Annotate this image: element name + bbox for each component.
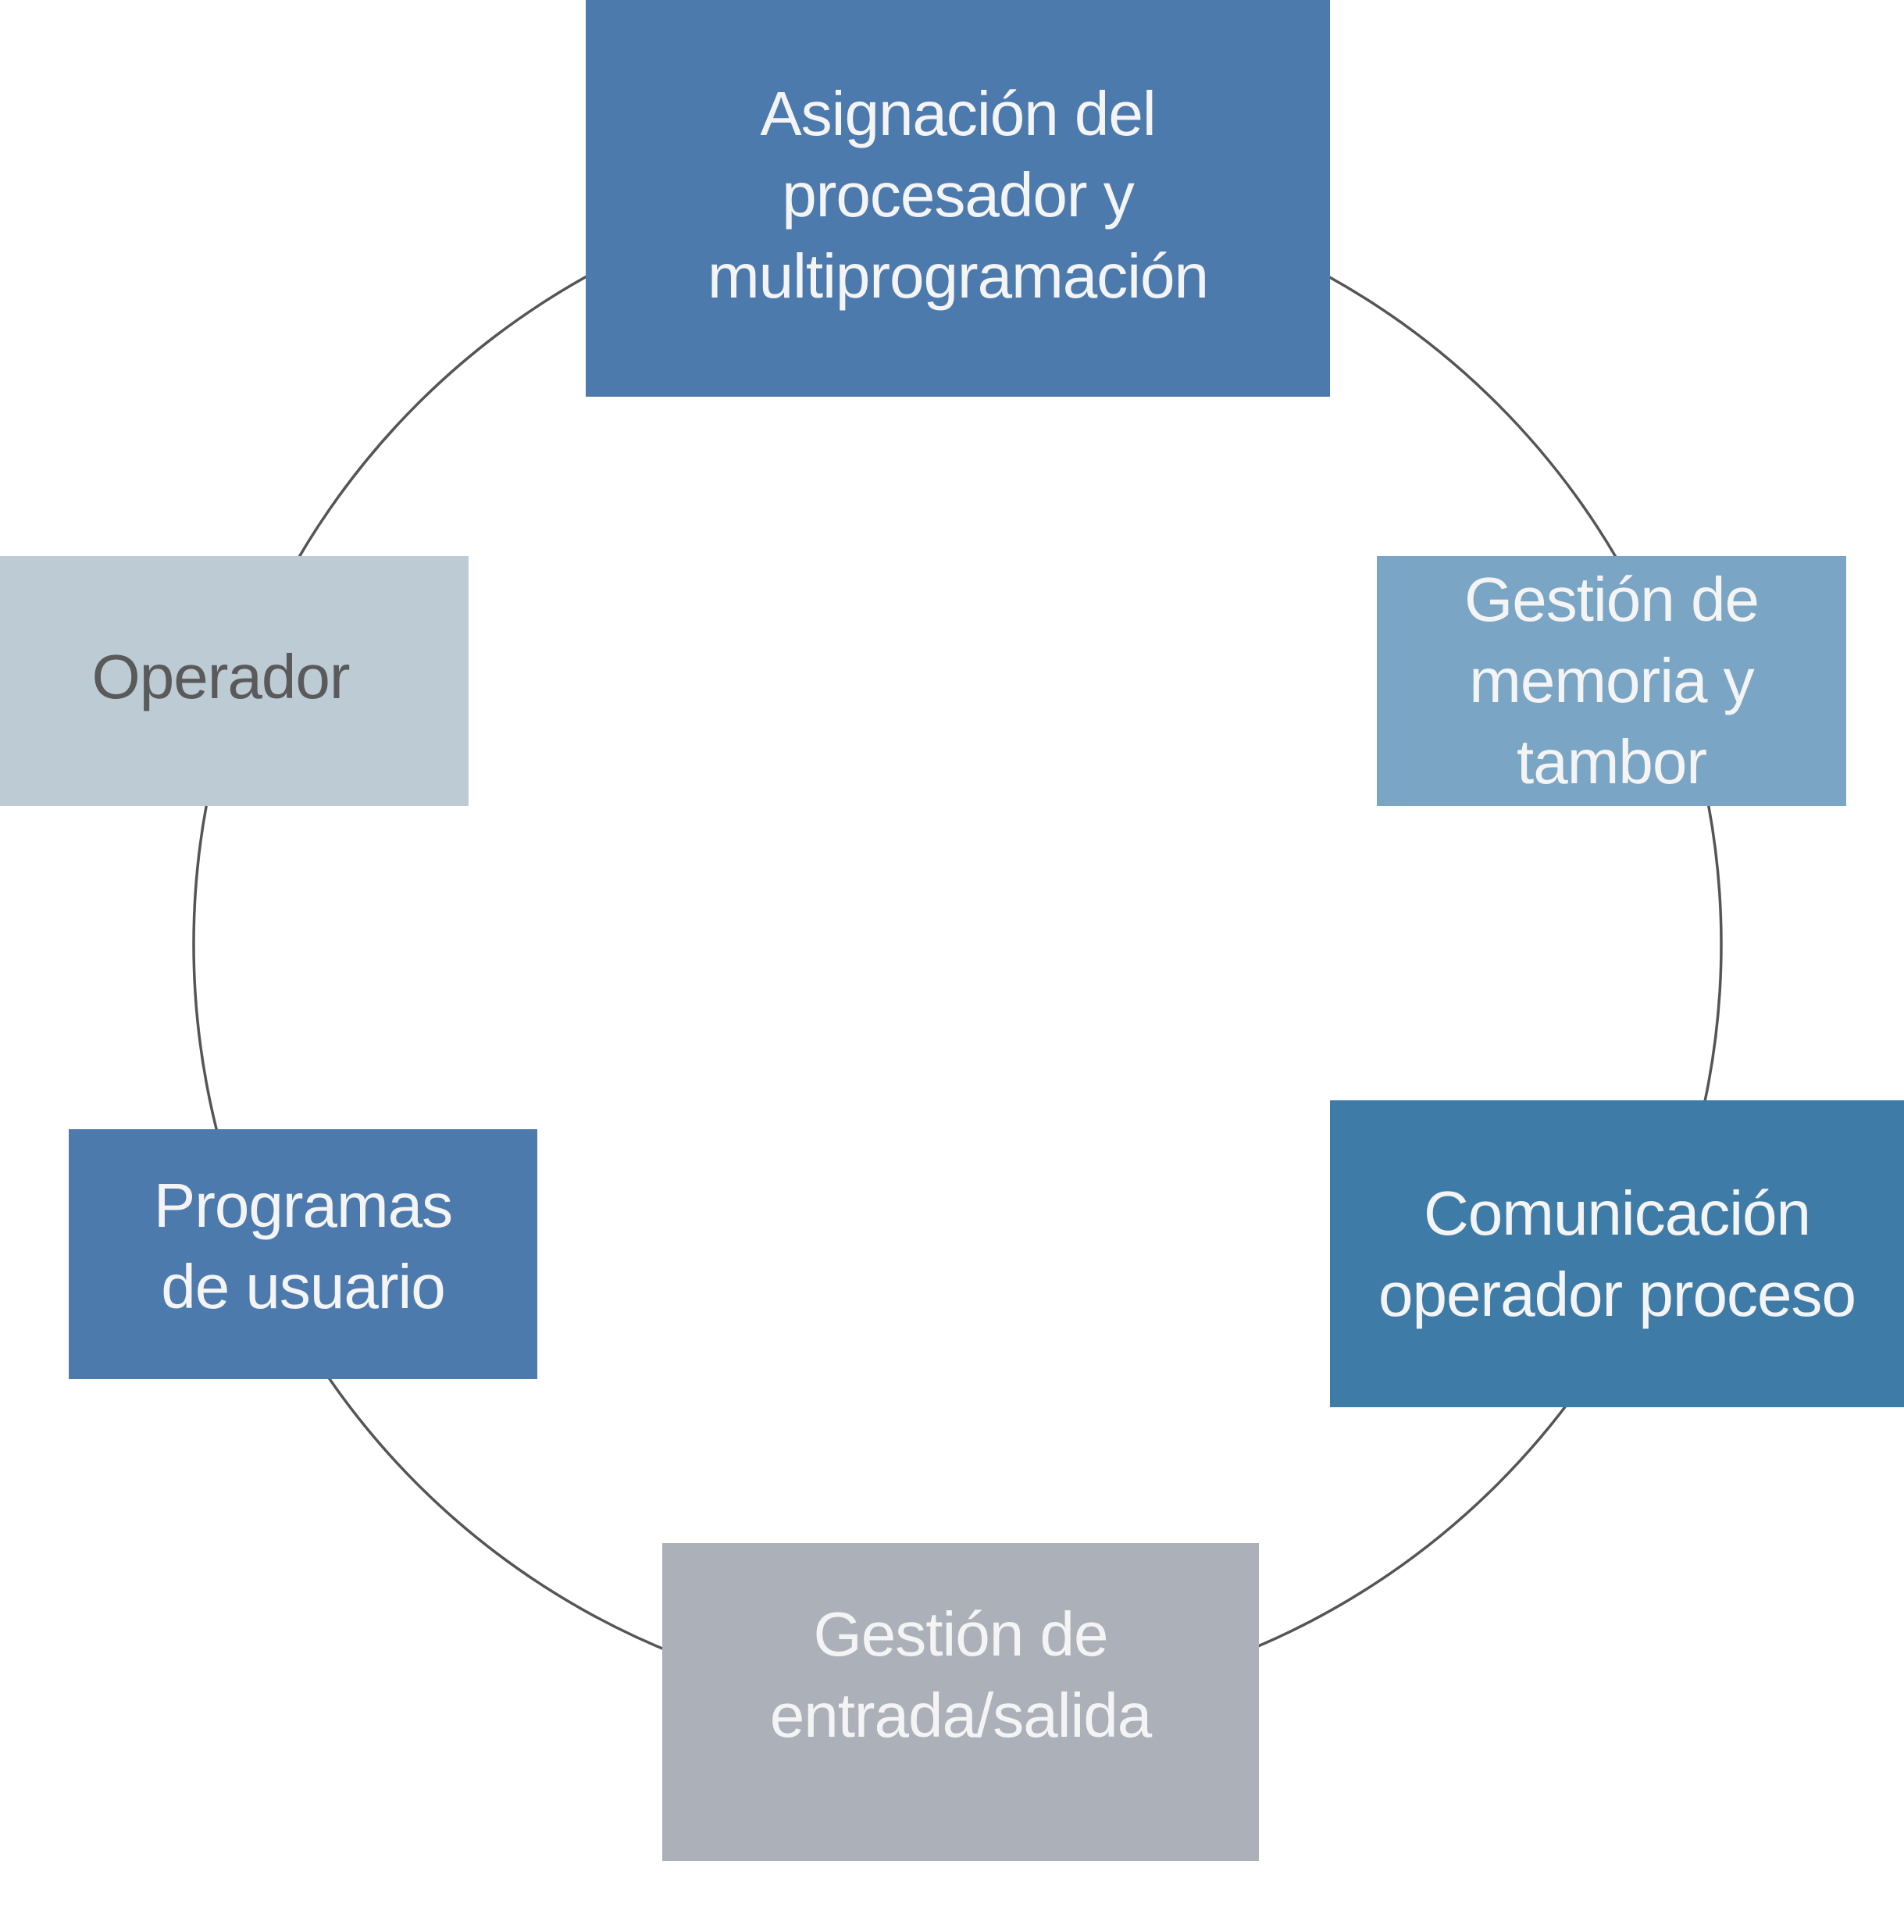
node-operator-process-communication: Comunicación operador proceso <box>1330 1100 1904 1407</box>
node-label: Gestión de entrada/salida <box>769 1599 1153 1750</box>
node-operator: Operador <box>0 556 469 806</box>
node-label: Operador <box>91 642 351 711</box>
cycle-connector-circle <box>192 179 1723 1709</box>
node-label: Programas de usuario <box>153 1171 453 1321</box>
node-label: Comunicación operador proceso <box>1378 1178 1856 1329</box>
node-io-management: Gestión de entrada/salida <box>662 1543 1259 1861</box>
node-label: Asignación del procesador y multiprogram… <box>707 79 1209 311</box>
node-user-programs: Programas de usuario <box>69 1129 537 1379</box>
node-processor-allocation: Asignación del procesador y multiprogram… <box>586 0 1330 397</box>
node-label: Gestión de memoria y tambor <box>1464 565 1760 797</box>
node-memory-management: Gestión de memoria y tambor <box>1377 556 1846 806</box>
